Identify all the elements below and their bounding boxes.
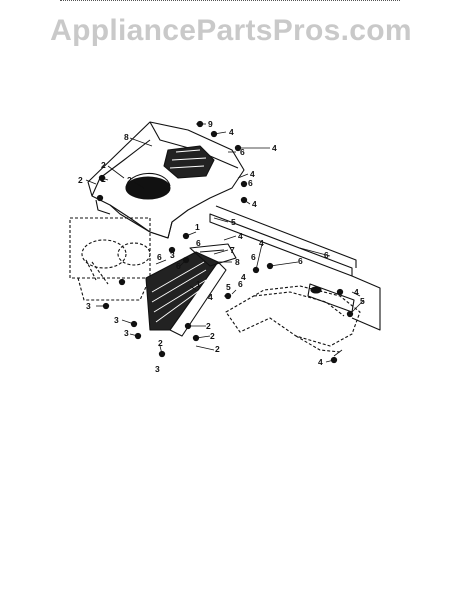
callout: 7: [230, 245, 235, 255]
callout: 4: [259, 238, 264, 248]
callout: 2: [158, 338, 163, 348]
callout: 3: [114, 315, 119, 325]
callout: 4: [250, 169, 255, 179]
callout: 6: [157, 252, 162, 262]
callout: 9: [208, 119, 213, 129]
side-rail: [209, 205, 381, 331]
callout: 2: [210, 331, 215, 341]
callout: 2: [206, 321, 211, 331]
grille-panel: [145, 251, 227, 337]
hardware-fasteners: [96, 120, 354, 364]
callout: 6: [196, 238, 201, 248]
callout: 4: [238, 231, 243, 241]
callout: 5: [226, 282, 231, 292]
callout: 3: [86, 301, 91, 311]
callout: 1: [196, 279, 201, 289]
callout: 4: [208, 292, 213, 302]
callout: 6: [240, 147, 245, 157]
callout: 4: [354, 287, 359, 297]
callout: 6: [298, 256, 303, 266]
leader-lines: [85, 123, 365, 363]
callout: 6: [251, 252, 256, 262]
callout: 3: [170, 250, 175, 260]
callout: 5: [360, 296, 365, 306]
callout: 4: [318, 357, 323, 367]
callout: 6: [238, 279, 243, 289]
callout: 2: [127, 175, 132, 185]
fan-assembly: [69, 217, 151, 301]
callout: 4: [252, 199, 257, 209]
callout: 2: [101, 160, 106, 170]
callout: 2: [78, 175, 83, 185]
callout: 4: [229, 127, 234, 137]
hood-housing: [87, 121, 245, 239]
top-edge-strip: [60, 0, 400, 4]
chute-plate: [307, 283, 355, 313]
callout: 4: [241, 272, 246, 282]
callout: 3: [124, 328, 129, 338]
callout: 2: [215, 344, 220, 354]
discharge-chute: [225, 285, 361, 353]
callout: 6: [248, 178, 253, 188]
bracket-plate: [189, 243, 237, 267]
callout: 6: [324, 250, 329, 260]
callout: 6: [176, 261, 181, 271]
watermark-logo: AppliancePartsPros.com: [50, 14, 412, 47]
callout: 5: [231, 217, 236, 227]
callout: 4: [272, 143, 277, 153]
callout: 2: [101, 174, 106, 184]
callout: 3: [155, 364, 160, 374]
callout: 8: [235, 257, 240, 267]
callout: 8: [124, 132, 129, 142]
callout-numbers: 8 9 4 4 6 2 2 2 2 4 6 4 5 1 4 6 7 8 6 3 …: [78, 119, 365, 374]
callout: 1: [195, 222, 200, 232]
